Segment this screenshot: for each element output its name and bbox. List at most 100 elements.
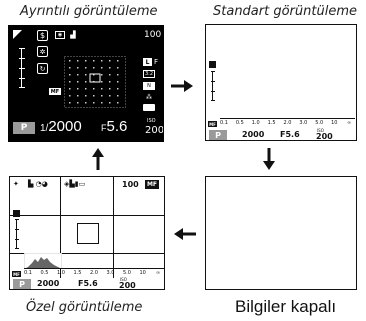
focus-point-dot bbox=[69, 88, 71, 90]
scale-label: 1.0 bbox=[251, 120, 260, 126]
focus-point-dot bbox=[77, 81, 79, 83]
white-balance-icon: ⁂ bbox=[146, 93, 152, 101]
frames-remaining: 100 bbox=[144, 30, 162, 40]
exposure-indicator bbox=[211, 71, 217, 101]
focus-point-dot bbox=[101, 81, 103, 83]
focus-point-dot bbox=[69, 74, 71, 76]
focus-point-dot bbox=[77, 102, 79, 104]
scale-label: 0.1 bbox=[24, 270, 32, 276]
film-sim-icon: ▟ bbox=[70, 31, 76, 39]
focus-point-grid bbox=[64, 56, 126, 108]
focus-frame bbox=[77, 223, 99, 244]
aperture-value: F5.6 bbox=[280, 130, 300, 139]
focus-point-dot bbox=[101, 67, 103, 69]
scale-label: 2.0 bbox=[90, 270, 98, 276]
scale-label: 10 bbox=[331, 120, 338, 126]
aspect-ratio-icon: 3:2 bbox=[143, 70, 155, 78]
scale-label: 3.0 bbox=[299, 120, 308, 126]
framing-grid-h1 bbox=[10, 215, 164, 216]
arrow-right bbox=[171, 80, 193, 92]
scale-label: 1.5 bbox=[267, 120, 276, 126]
exposure-comp-icon bbox=[13, 30, 22, 39]
focus-point-dot bbox=[117, 81, 119, 83]
focus-point-dot bbox=[101, 95, 103, 97]
focus-point-dot bbox=[101, 74, 103, 76]
self-timer-icon: ↻ bbox=[37, 63, 48, 74]
iso-value: 200 bbox=[316, 132, 333, 141]
scale-label: 1.0 bbox=[57, 270, 65, 276]
focus-point-dot bbox=[101, 102, 103, 104]
arrow-down bbox=[263, 148, 275, 170]
scale-label: 3.0 bbox=[106, 270, 115, 276]
shooting-mode-badge: P bbox=[13, 279, 31, 289]
selected-focus-point bbox=[89, 73, 101, 83]
focus-point-dot bbox=[77, 74, 79, 76]
scale-label: 5.0 bbox=[123, 270, 131, 276]
focus-point-dot bbox=[93, 102, 95, 104]
silent-mode-icon: $ bbox=[37, 30, 48, 41]
frames-remaining: 100 bbox=[122, 180, 139, 189]
caption-detailed: Ayrıntılı görüntüleme bbox=[20, 4, 158, 19]
scale-label: 2.0 bbox=[283, 120, 292, 126]
arrow-up bbox=[92, 148, 104, 170]
mf-badge: MF bbox=[49, 88, 61, 95]
shutter-speed: 2000 bbox=[242, 130, 265, 139]
sensor-icons: ◈▙▮▭ bbox=[64, 180, 86, 188]
focus-point-dot bbox=[117, 102, 119, 104]
focus-point-dot bbox=[109, 74, 111, 76]
focus-point-dot bbox=[109, 81, 111, 83]
info-off-screen bbox=[205, 176, 357, 290]
image-quality-label: F bbox=[154, 58, 159, 66]
scale-label: 0.1 bbox=[220, 120, 228, 126]
iso-label: ISO bbox=[120, 277, 127, 282]
focus-point-dot bbox=[93, 88, 95, 90]
focus-point-dot bbox=[77, 88, 79, 90]
caption-off: Bilgiler kapalı bbox=[235, 297, 337, 316]
info-bar: P 2000 F5.6 ISO 200 bbox=[206, 128, 356, 141]
focus-point-dot bbox=[77, 67, 79, 69]
mf-badge-top: MF bbox=[145, 180, 159, 189]
focus-point-dot bbox=[69, 60, 71, 62]
flash-mode-icon: ✲ bbox=[37, 46, 48, 57]
focus-point-dot bbox=[85, 74, 87, 76]
focus-point-dot bbox=[117, 95, 119, 97]
shutter-speed: 1/2000 bbox=[40, 118, 82, 135]
image-size-icon: L bbox=[143, 58, 152, 66]
focus-point-dot bbox=[93, 67, 95, 69]
scale-label: 1.5 bbox=[73, 270, 82, 276]
framing-grid-v2 bbox=[113, 177, 114, 289]
exposure-indicator bbox=[19, 48, 27, 88]
drive-mode-icons: ▙ ◔◕ bbox=[28, 180, 48, 188]
aperture-value: F5.6 bbox=[78, 279, 98, 288]
exposure-comp-icon bbox=[13, 210, 20, 217]
focus-point-dot bbox=[117, 67, 119, 69]
iso-label: ISO bbox=[317, 128, 324, 133]
shooting-mode-badge: P bbox=[13, 122, 35, 134]
dynamic-range-icon: N bbox=[143, 82, 155, 90]
focus-point-dot bbox=[85, 60, 87, 62]
aperture-value: F5.6 bbox=[101, 118, 128, 135]
focus-point-dot bbox=[117, 88, 119, 90]
framing-grid-v1 bbox=[60, 177, 61, 289]
mf-badge: MF bbox=[208, 121, 217, 127]
battery-icon bbox=[143, 104, 155, 111]
scale-label: 5.0 bbox=[315, 120, 324, 126]
shutter-speed: 2000 bbox=[37, 279, 60, 288]
info-bar: P 2000 F5.6 ISO 200 bbox=[10, 277, 164, 289]
focus-point-dot bbox=[117, 74, 119, 76]
caption-custom: Özel görüntüleme bbox=[26, 300, 143, 315]
focus-point-dot bbox=[93, 95, 95, 97]
exposure-indicator bbox=[15, 219, 21, 249]
focus-point-dot bbox=[69, 67, 71, 69]
scale-label: 0.5 bbox=[235, 120, 244, 126]
focus-point-dot bbox=[109, 102, 111, 104]
focus-point-dot bbox=[101, 88, 103, 90]
histogram bbox=[24, 253, 62, 269]
detailed-screen: $ ✲ ↻ ◉ ▟ 100 MF L F 3:2 N ⁂ P 1/2000 F5… bbox=[8, 25, 164, 142]
metering-icon: ◉ bbox=[55, 31, 65, 39]
mf-badge: MF bbox=[12, 271, 21, 277]
scale-label: 0.5 bbox=[40, 270, 49, 276]
